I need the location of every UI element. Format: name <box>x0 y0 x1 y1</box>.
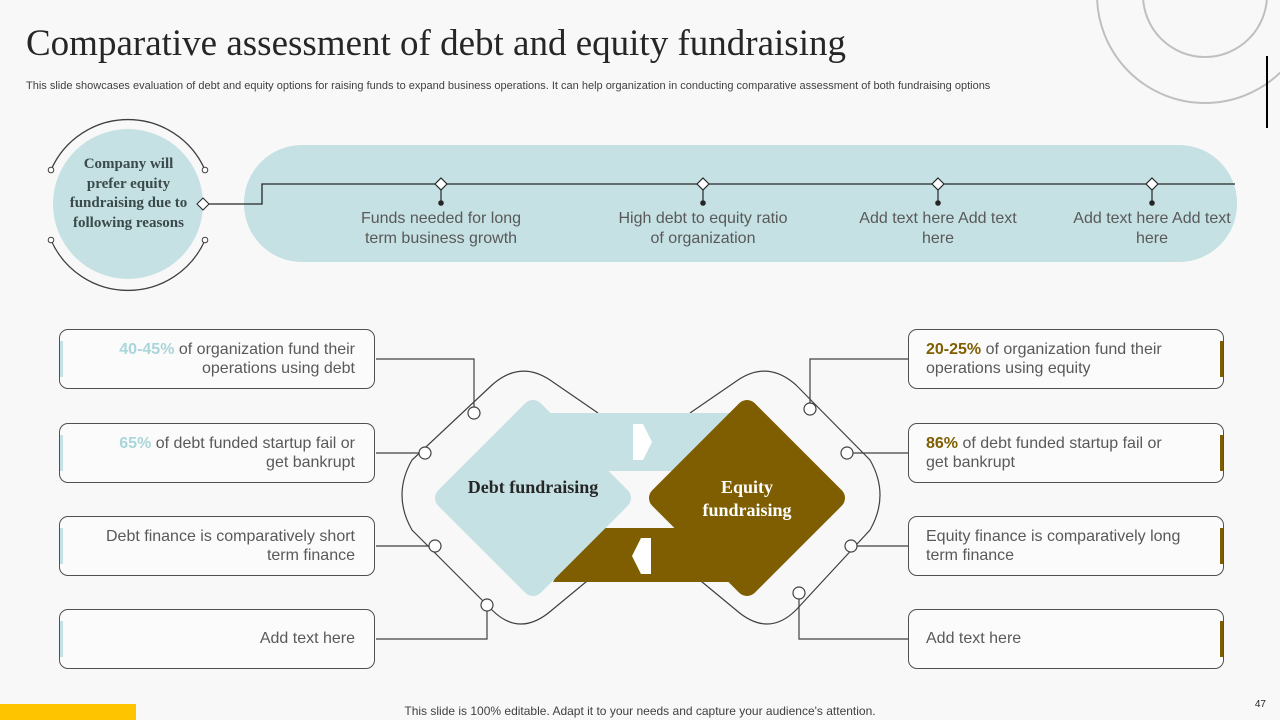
reason-circle-text: Company will prefer equity fundraising d… <box>69 156 188 231</box>
debt-diamond <box>435 400 631 596</box>
equity-point-2-highlight: 86% <box>926 434 959 452</box>
timeline-step-4: Add text here Add text here <box>1073 210 1231 247</box>
connector-diamond <box>196 197 210 211</box>
timeline-step-1: Funds needed for long term business grow… <box>360 210 522 247</box>
debt-point-3: Debt finance is comparatively short term… <box>59 516 375 576</box>
equity-outline <box>689 370 881 625</box>
debt-point-2: 65% of debt funded startup fail or get b… <box>59 423 375 483</box>
footer-accent-bar <box>0 704 136 720</box>
debt-connector-dots <box>418 406 494 612</box>
equity-point-1: 20-25% of organization fund their operat… <box>908 329 1224 389</box>
equity-connector-dots <box>792 402 858 600</box>
debt-point-4-text: Add text here <box>259 630 355 648</box>
timeline-step-3: Add text here Add text here <box>859 210 1017 247</box>
debt-outline <box>401 370 599 625</box>
arrow-chevron-left <box>632 538 651 574</box>
debt-point-2-text: of debt funded startup fail or get bankr… <box>151 434 355 472</box>
debt-point-2-highlight: 65% <box>119 434 152 452</box>
timeline-marker-3 <box>931 177 945 206</box>
arrow-chevron-right <box>633 424 652 460</box>
timeline-marker-2 <box>696 177 710 206</box>
debt-point-1-text: of organization fund their operations us… <box>174 340 355 378</box>
equity-point-1-text: of organization fund their operations us… <box>926 340 1162 378</box>
debt-connectors <box>376 358 488 640</box>
timeline-marker-4 <box>1145 177 1159 206</box>
equity-diamond <box>649 400 845 596</box>
page-subtitle: This slide showcases evaluation of debt … <box>26 80 991 92</box>
decor-arc-inner <box>1142 0 1268 58</box>
debt-point-1: 40-45% of organization fund their operat… <box>59 329 375 389</box>
timeline-band <box>244 145 1237 262</box>
equity-fundraising-label: Equity fundraising <box>702 477 792 520</box>
timeline-marker-1 <box>434 177 448 206</box>
page-title: Comparative assessment of debt and equit… <box>26 23 846 64</box>
equity-point-4-text: Add text here <box>926 630 1022 648</box>
footer-note: This slide is 100% editable. Adapt it to… <box>404 704 876 718</box>
page-number: 47 <box>1254 699 1266 710</box>
debt-point-3-text: Debt finance is comparatively short term… <box>106 527 355 565</box>
decor-vertical-line <box>1266 56 1268 128</box>
timeline-markers <box>434 177 1159 206</box>
timeline-step-2: High debt to equity ratio of organizatio… <box>618 210 788 247</box>
reason-circle-bracket-bottom <box>50 239 206 292</box>
timeline-line <box>208 183 1235 205</box>
equity-point-2: 86% of debt funded startup fail or get b… <box>908 423 1224 483</box>
equity-connectors <box>798 358 908 640</box>
equity-point-1-highlight: 20-25% <box>926 340 982 358</box>
decor-arc-outer <box>1096 0 1280 104</box>
equity-point-4: Add text here <box>908 609 1224 669</box>
equity-point-2-text: of debt funded startup fail or get bankr… <box>926 434 1162 472</box>
debt-point-4: Add text here <box>59 609 375 669</box>
debt-point-1-highlight: 40-45% <box>119 340 175 358</box>
reason-circle-bracket-top <box>50 118 206 171</box>
equity-point-3-text: Equity finance is comparatively long ter… <box>926 527 1181 565</box>
equity-point-3: Equity finance is comparatively long ter… <box>908 516 1224 576</box>
debt-fundraising-label: Debt fundraising <box>467 477 599 497</box>
reason-circle <box>53 129 203 279</box>
